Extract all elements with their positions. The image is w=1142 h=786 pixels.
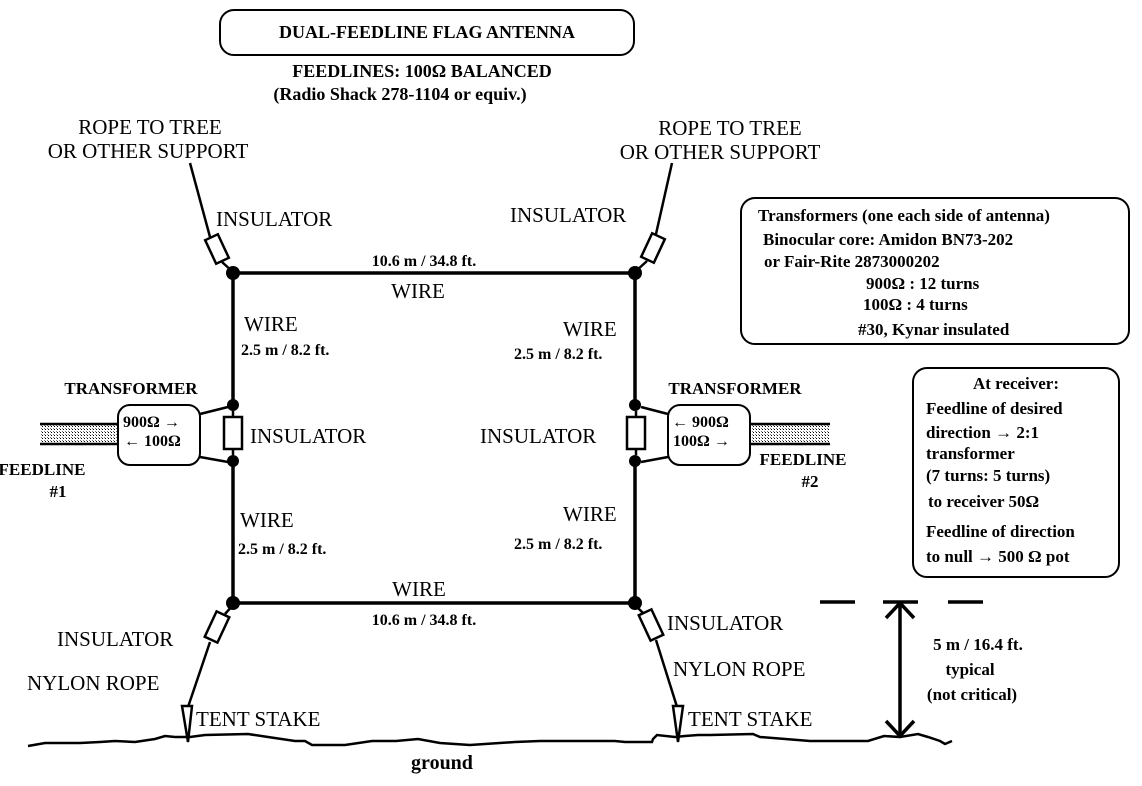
title-frame <box>219 9 635 56</box>
right-lower-wire-length: 2.5 m / 8.2 ft. <box>514 536 602 553</box>
right-tent-stake <box>671 704 685 743</box>
left-transformer-line1: 900Ω → <box>123 414 180 431</box>
left-transformer-box <box>117 404 201 466</box>
receiver-info-line-5: to receiver 50Ω <box>928 492 1039 511</box>
right-tent-stake-label: TENT STAKE <box>688 707 813 731</box>
right-transformer: ← 900Ω 100Ω → <box>640 404 830 466</box>
right-feedpoint-insulator-label: INSULATOR <box>480 424 596 448</box>
bottom-left-insulator <box>203 604 234 645</box>
corner-node-bottom-right <box>628 596 642 610</box>
height-value: 5 m / 16.4 ft. <box>933 635 1023 654</box>
right-upper-wire-length: 2.5 m / 8.2 ft. <box>514 346 602 363</box>
transformers-info-line-4: 900Ω : 12 turns <box>866 274 980 293</box>
receiver-info-box: At receiver: Feedline of desired directi… <box>912 367 1120 578</box>
receiver-info-frame <box>912 367 1120 578</box>
corner-node-top-right <box>628 266 642 280</box>
height-typical: typical <box>945 660 994 679</box>
right-support-label-line2: OR OTHER SUPPORT <box>620 140 821 164</box>
bottom-left-insulator-label: INSULATOR <box>57 627 173 651</box>
transformers-info-line-5: 100Ω : 4 turns <box>863 295 968 314</box>
left-tent-stake <box>180 704 194 743</box>
bottom-right-insulator <box>634 604 665 643</box>
right-nylon-rope <box>654 639 680 711</box>
bottom-wire-label: WIRE <box>392 577 446 601</box>
right-support-label-line1: ROPE TO TREE <box>658 116 802 140</box>
receiver-info-line-2: direction → 2:1 <box>926 423 1039 442</box>
top-left-insulator-label: INSULATOR <box>216 207 332 231</box>
feedline-1-coax <box>40 424 118 444</box>
left-transformer-label: TRANSFORMER <box>64 379 198 398</box>
left-upper-wire-label: WIRE <box>244 312 298 336</box>
left-feedpoint-insulator <box>222 415 244 451</box>
corner-node-top-left <box>226 266 240 280</box>
left-support-rope <box>188 162 212 238</box>
transformers-info-frame <box>740 197 1130 345</box>
corner-node-bottom-left <box>226 596 240 610</box>
feedpoint-node-left-bottom <box>227 455 239 467</box>
feedline-2-label-line1: FEEDLINE <box>760 450 847 469</box>
left-nylon-rope-label: NYLON ROPE <box>27 671 159 695</box>
top-wire-length: 10.6 m / 34.8 ft. <box>372 253 476 270</box>
top-left-insulator <box>203 232 234 273</box>
left-transformer-line2: ← 100Ω <box>124 433 181 450</box>
left-nylon-rope <box>185 641 212 711</box>
transformers-info-line-6: #30, Kynar insulated <box>858 320 1010 339</box>
bottom-right-insulator-label: INSULATOR <box>667 611 783 635</box>
height-dimension <box>820 600 983 739</box>
right-feedpoint-insulator <box>625 415 647 451</box>
ground-line <box>27 732 953 748</box>
receiver-info-heading: At receiver: <box>973 374 1059 393</box>
feedline-spec: FEEDLINES: 100Ω BALANCED <box>292 61 551 81</box>
receiver-info-line-1: Feedline of desired <box>926 399 1063 418</box>
top-right-insulator <box>635 231 667 272</box>
left-tent-stake-label: TENT STAKE <box>196 707 321 731</box>
bottom-wire-length: 10.6 m / 34.8 ft. <box>372 612 476 629</box>
transformers-info-line-1: Transformers (one each side of antenna) <box>758 206 1050 225</box>
feedpoint-node-right-top <box>629 399 641 411</box>
right-nylon-rope-label: NYLON ROPE <box>673 657 805 681</box>
feedline-2-label-line2: #2 <box>802 472 819 491</box>
left-transformer: 900Ω → ← 100Ω <box>40 404 229 466</box>
receiver-info-line-7: to null → 500 Ω pot <box>926 547 1070 566</box>
right-upper-wire-label: WIRE <box>563 317 617 341</box>
right-transformer-line1: ← 900Ω <box>672 414 729 431</box>
left-feedpoint-insulator-label: INSULATOR <box>250 424 366 448</box>
left-lower-wire-label: WIRE <box>240 508 294 532</box>
height-note: (not critical) <box>927 685 1017 704</box>
left-support-label-line1: ROPE TO TREE <box>78 115 222 139</box>
left-support-label-line2: OR OTHER SUPPORT <box>48 139 249 163</box>
receiver-info-line-3: transformer <box>926 444 1015 463</box>
top-wire-label: WIRE <box>391 279 445 303</box>
height-arrow-down-icon <box>884 719 916 739</box>
feedpoint-node-left-top <box>227 399 239 411</box>
transformers-info-box: Transformers (one each side of antenna) … <box>740 197 1130 345</box>
right-lower-wire-label: WIRE <box>563 502 617 526</box>
feedline-source: (Radio Shack 278-1104 or equiv.) <box>273 84 526 105</box>
right-transformer-box <box>667 404 751 466</box>
feedpoint-node-right-bottom <box>629 455 641 467</box>
height-arrow-up-icon <box>884 600 916 620</box>
ground-label: ground <box>411 752 473 774</box>
right-transformer-label: TRANSFORMER <box>668 379 802 398</box>
right-transformer-line2: 100Ω → <box>673 433 730 450</box>
receiver-info-line-4: (7 turns: 5 turns) <box>926 466 1050 485</box>
title-box: DUAL-FEEDLINE FLAG ANTENNA <box>219 9 635 56</box>
top-right-insulator-label: INSULATOR <box>510 203 626 227</box>
feedline-2-coax <box>750 424 830 444</box>
left-upper-wire-length: 2.5 m / 8.2 ft. <box>241 342 329 359</box>
feedline-1-label-line1: FEEDLINE <box>0 460 85 479</box>
transformers-info-line-3: or Fair-Rite 2873000202 <box>764 252 940 271</box>
diagram-title: DUAL-FEEDLINE FLAG ANTENNA <box>279 22 575 42</box>
left-lower-wire-length: 2.5 m / 8.2 ft. <box>238 541 326 558</box>
feedline-1-label-line2: #1 <box>50 482 67 501</box>
right-support-rope <box>654 162 674 235</box>
transformers-info-line-2: Binocular core: Amidon BN73-202 <box>763 230 1013 249</box>
receiver-info-line-6: Feedline of direction <box>926 522 1075 541</box>
